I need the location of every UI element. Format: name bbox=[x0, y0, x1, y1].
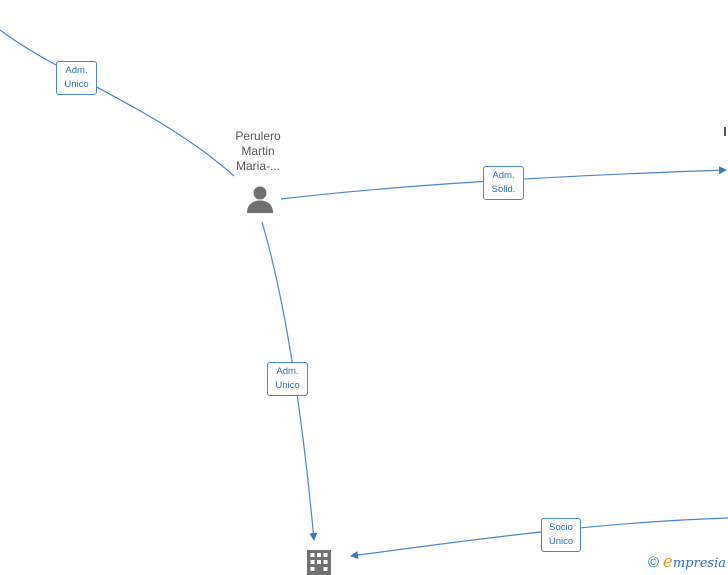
edge-label-role: Adm. bbox=[276, 366, 299, 377]
edge-label-bottom-right[interactable]: Socio Único bbox=[541, 518, 581, 552]
edge-right[interactable] bbox=[280, 166, 727, 200]
building-icon[interactable] bbox=[307, 548, 332, 575]
person-icon[interactable] bbox=[245, 184, 275, 214]
edge-label-role: Adm. bbox=[492, 170, 515, 181]
person-node-name[interactable]: Perulero Martin Maria-... bbox=[218, 129, 298, 174]
logo-initial: e bbox=[662, 552, 673, 572]
person-name-line-2: Martin bbox=[241, 144, 275, 158]
empresia-logo: © empresia bbox=[648, 552, 726, 572]
edge-label-type: Único bbox=[548, 536, 574, 547]
edge-label-role: Adm. bbox=[65, 65, 88, 76]
edge-label-role: Socio bbox=[549, 522, 573, 533]
edge-label-type: Unico bbox=[64, 79, 89, 90]
edge-label-top-left[interactable]: Adm. Unico bbox=[56, 61, 97, 95]
logo-word: mpresia bbox=[672, 556, 726, 571]
copyright-symbol: © bbox=[647, 554, 659, 571]
edge-label-right[interactable]: Adm. Solid. bbox=[483, 166, 524, 200]
edge-label-type: Unico bbox=[275, 380, 300, 391]
edge-label-type: Solid. bbox=[491, 184, 516, 195]
edge-bottom-right[interactable] bbox=[350, 517, 728, 560]
person-name-line-1: Perulero bbox=[235, 129, 281, 143]
edge-label-down[interactable]: Adm. Unico bbox=[267, 362, 308, 396]
edge-top-left[interactable] bbox=[0, 29, 235, 177]
offscreen-node-name-fragment bbox=[724, 125, 728, 140]
person-name-line-3: Maria-... bbox=[235, 159, 280, 173]
edge-down[interactable] bbox=[261, 221, 318, 541]
